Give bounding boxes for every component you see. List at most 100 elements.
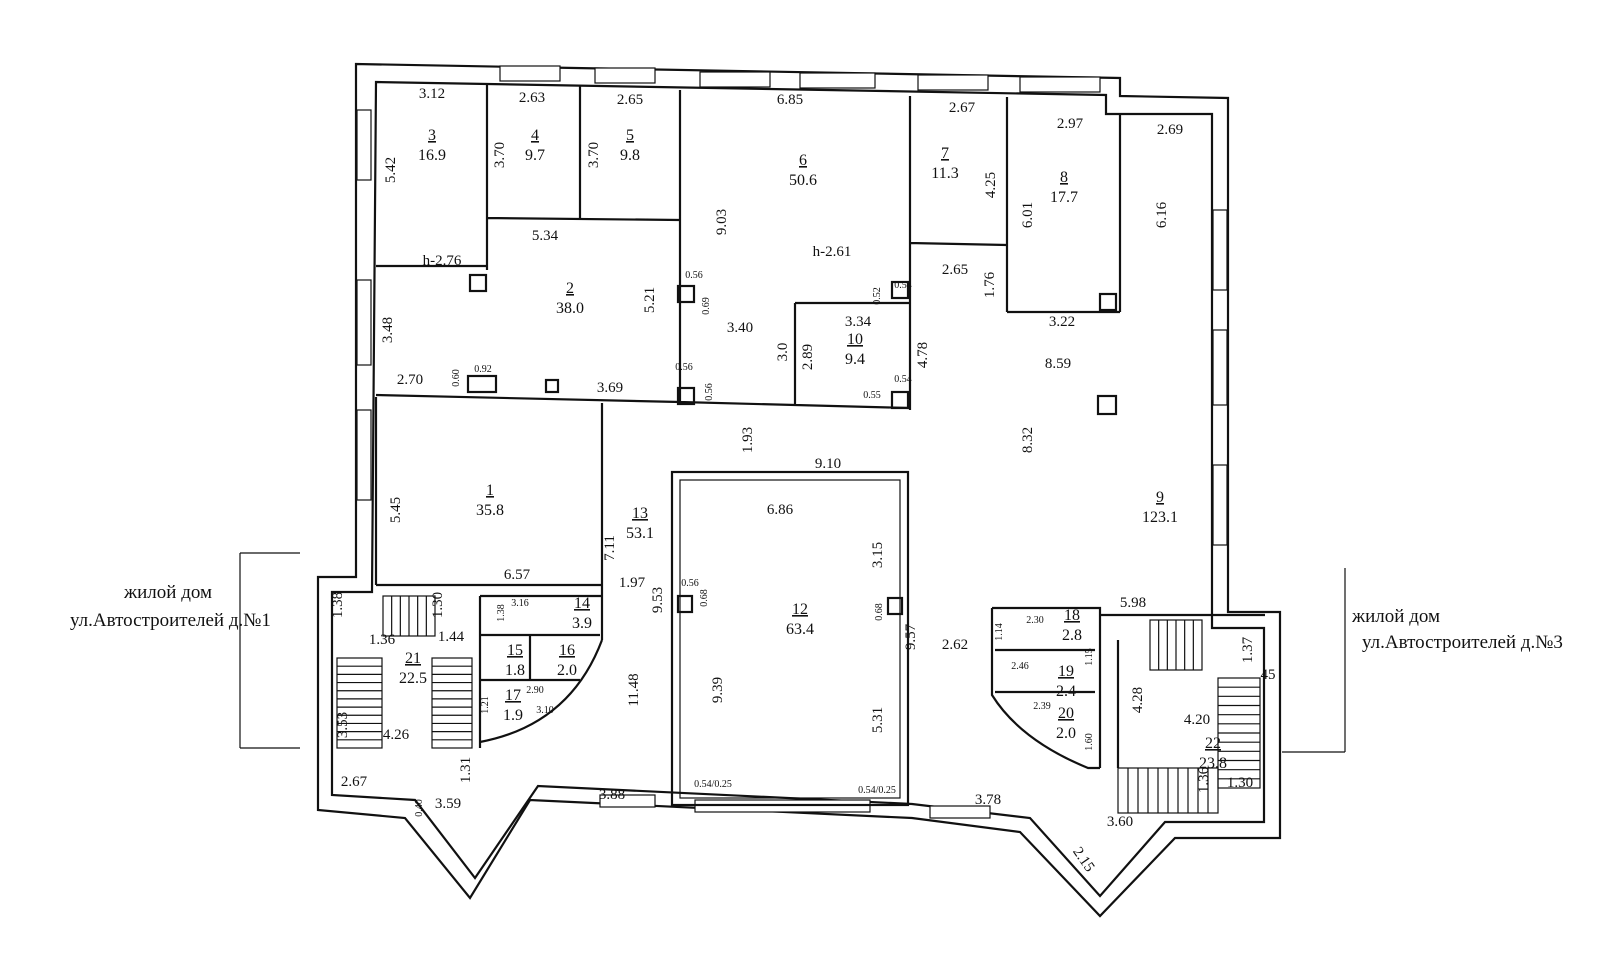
small-dimension-label: 0.52 [872,287,883,305]
caption-left-line2: ул.Автостроителей д.№1 [70,610,271,631]
room-number: 7 [941,145,949,162]
dimension-label: 2.70 [397,372,423,388]
room-area: 53.1 [626,525,654,542]
room-number: 1 [486,482,494,499]
room-number: 9 [1156,489,1164,506]
stair-flight [431,657,473,749]
dimension-label: 4.28 [1130,687,1146,713]
room-area: 17.7 [1050,189,1078,206]
small-dimension-label: 0.56 [704,383,715,401]
small-dimension-label: 0.56 [681,578,699,589]
dimension-label: 1.93 [740,427,756,453]
small-dimension-label: 0.56 [675,362,693,373]
room-number: 6 [799,152,807,169]
small-dimension-label: 2.46 [1011,661,1029,672]
dimension-label: 5.42 [383,157,399,183]
walls [316,62,1282,918]
partitions [374,85,1122,748]
caption-left-line1: жилой дом [123,582,212,603]
room-12-inner-wall [679,479,901,799]
small-dimension-label: 0.68 [874,603,885,621]
dimension-label: 2.15 [1069,844,1097,875]
room-number: 18 [1064,607,1080,624]
small-dimension-label: 0.54/0.25 [858,785,896,796]
room-area: 22.5 [399,670,427,687]
small-dimension-label: 0.60 [451,369,462,387]
small-dimension-label: 0.54/0.25 [694,779,732,790]
room-number: 14 [574,595,590,612]
dimension-label: 3.70 [492,142,508,168]
dimension-label: 9.53 [650,587,666,613]
small-dimension-label: 1.21 [480,696,491,714]
room-number: 13 [632,505,648,522]
dimension-label: 4.78 [915,342,931,368]
dimension-label: 1.30 [430,592,446,618]
small-dimension-label: 1.15 [1084,648,1095,666]
dimension-label: 2.62 [942,637,968,653]
room-area: 16.9 [418,147,446,164]
outer-wall [316,62,1282,918]
room-area: 50.6 [789,172,817,189]
labels: жилой дом ул.Автостроителей д.№1 жилой д… [70,86,1563,875]
dimension-label: 3.22 [1049,314,1075,330]
dimension-label: 3.15 [870,542,886,568]
dimension-label: 4.25 [983,172,999,198]
room-number: 8 [1060,169,1068,186]
dimension-label: 4.20 [1184,712,1210,728]
room-area: 23.8 [1199,755,1227,772]
dimension-label: 3.34 [845,314,872,330]
dimension-label: 6.01 [1020,202,1036,228]
dimension-label: 1.36 [1196,766,1212,793]
dimension-label: 2.89 [800,344,816,370]
dimension-label: 9.03 [714,209,730,235]
room-number: 4 [531,127,539,144]
dimension-label: 3.0 [775,343,791,362]
small-dimension-label: 0.56 [685,270,703,281]
dimension-label: 5.21 [642,287,658,313]
dimension-label: 1.30 [1227,775,1253,791]
room-number: 22 [1205,735,1221,752]
caption-right-line1: жилой дом [1351,606,1440,627]
room-area: 2.0 [1056,725,1076,742]
dimension-label: 2.63 [519,90,545,106]
dimension-label: 5.98 [1120,595,1146,611]
dimension-label: 45 [1261,667,1276,683]
dimension-label: 6.57 [504,567,531,583]
dimension-label: 4.26 [383,727,410,743]
dimension-label: 3.40 [727,320,753,336]
room-area: 3.9 [572,615,592,632]
caption-right-line2: ул.Автостроителей д.№3 [1362,632,1563,653]
small-dimension-label: 0.55 [863,390,881,401]
small-dimension-label: 3.16 [511,598,529,609]
room-number: 10 [847,331,863,348]
dimension-label: 7.11 [602,535,618,561]
small-dimension-label: 2.39 [1033,701,1051,712]
dimension-label: 3.53 [335,712,351,738]
dimension-label: 2.97 [1057,116,1084,132]
stairs [336,595,1261,814]
room-number: 20 [1058,705,1074,722]
dimension-label: 1.36 [369,632,396,648]
ceiling-height: h-2.76 [423,253,462,269]
small-dimension-label: 1.60 [1084,733,1095,751]
room-12-wall [670,470,910,807]
room-area: 38.0 [556,300,584,317]
room-area: 9.8 [620,147,640,164]
dimension-label: 5.45 [388,497,404,523]
room-number: 12 [792,601,808,618]
dimension-label: 2.67 [341,774,368,790]
inner-wall [330,80,1266,898]
stair-flight [336,657,383,749]
dimension-label: 3.70 [586,142,602,168]
room-number: 21 [405,650,421,667]
dimension-label: 8.59 [1045,356,1071,372]
dimension-label: 2.65 [617,92,643,108]
small-dimension-label: 1.38 [496,604,507,622]
dimension-label: 1.76 [982,271,998,298]
dimension-label: 3.48 [380,317,396,343]
room-number: 5 [626,127,634,144]
small-dimension-label: 0.68 [699,589,710,607]
small-dimension-label: 2.90 [526,685,544,696]
room-area: 9.4 [845,351,865,368]
